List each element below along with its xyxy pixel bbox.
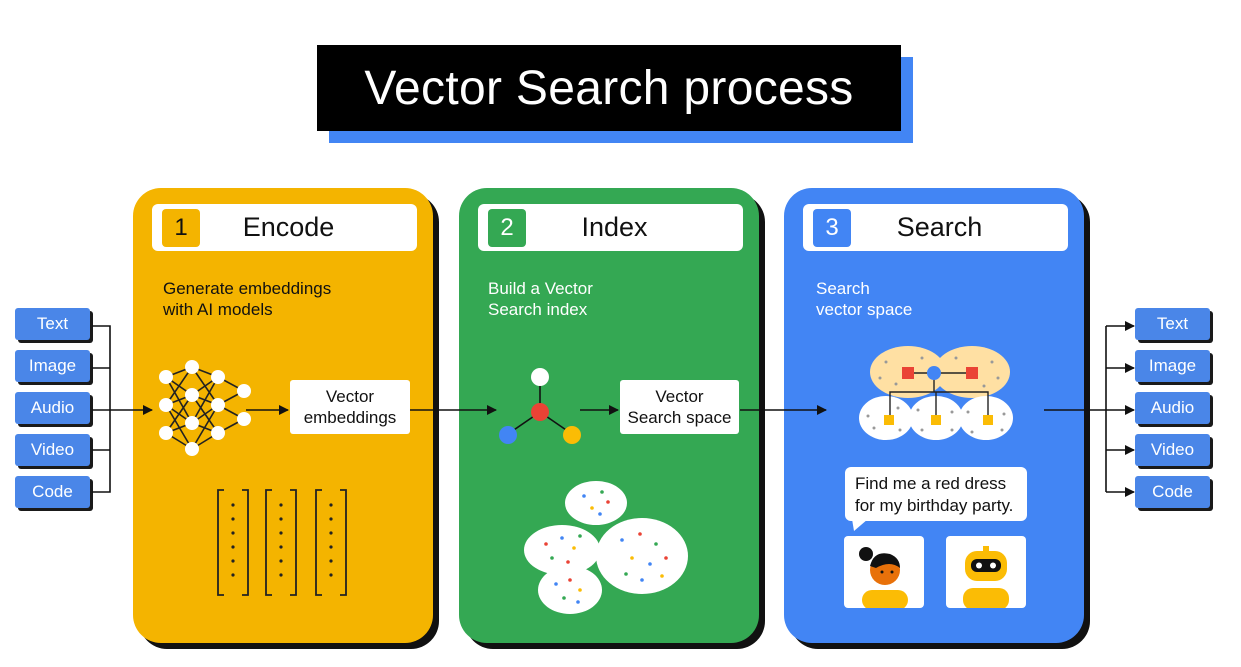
robot-avatar <box>946 536 1026 608</box>
person-avatar <box>844 536 924 608</box>
input-type-tag: Audio <box>15 392 90 424</box>
step-number-badge: 3 <box>813 208 851 247</box>
input-type-tag: Image <box>15 350 90 382</box>
vector-embeddings-icon <box>217 489 347 596</box>
label-line: Search space <box>627 408 732 427</box>
output-type-tag: Image <box>1135 350 1210 382</box>
query-line: Find me a red dress <box>855 474 1007 493</box>
description-line: with AI models <box>163 300 273 319</box>
query-line: for my birthday party. <box>855 496 1014 515</box>
encode-description: Generate embeddings with AI models <box>163 278 331 320</box>
step-title: Encode <box>242 212 335 242</box>
description-line: vector space <box>816 300 913 319</box>
output-type-tag: Code <box>1135 476 1210 508</box>
robot-icon <box>963 546 1009 608</box>
graph-node-icon <box>499 368 581 444</box>
vector-search-space-label: Vector Search space <box>620 380 739 434</box>
description-line: Generate embeddings <box>163 279 332 298</box>
input-type-tag: Code <box>15 476 90 508</box>
step-title: Index <box>581 212 648 242</box>
input-type-tag: Video <box>15 434 90 466</box>
label-line: Vector <box>655 387 704 406</box>
person-icon <box>859 547 908 608</box>
input-type-tag: Text <box>15 308 90 340</box>
index-description: Build a Vector Search index <box>488 278 593 320</box>
description-line: Build a Vector <box>488 279 593 298</box>
search-query-bubble: Find me a red dress for my birthday part… <box>845 467 1027 521</box>
search-description: Search vector space <box>816 278 912 320</box>
description-line: Search index <box>488 300 588 319</box>
search-tree-icon <box>859 346 1013 440</box>
neural-network-icon <box>159 360 251 456</box>
output-type-tag: Text <box>1135 308 1210 340</box>
output-type-tag: Video <box>1135 434 1210 466</box>
vector-embeddings-label: Vector embeddings <box>290 380 410 434</box>
bubble-tail <box>852 519 868 531</box>
step-title: Search <box>896 212 983 242</box>
output-type-tag: Audio <box>1135 392 1210 424</box>
label-line: embeddings <box>303 408 397 427</box>
index-header: 2 Index <box>478 204 743 251</box>
vector-clusters-icon <box>524 481 688 614</box>
label-line: Vector <box>325 387 375 406</box>
encode-header: 1 Encode <box>152 204 417 251</box>
search-header: 3 Search <box>803 204 1068 251</box>
step-number-badge: 2 <box>488 208 526 247</box>
page-title: Vector Search process <box>317 45 901 131</box>
step-number-badge: 1 <box>162 208 200 247</box>
description-line: Search <box>816 279 870 298</box>
